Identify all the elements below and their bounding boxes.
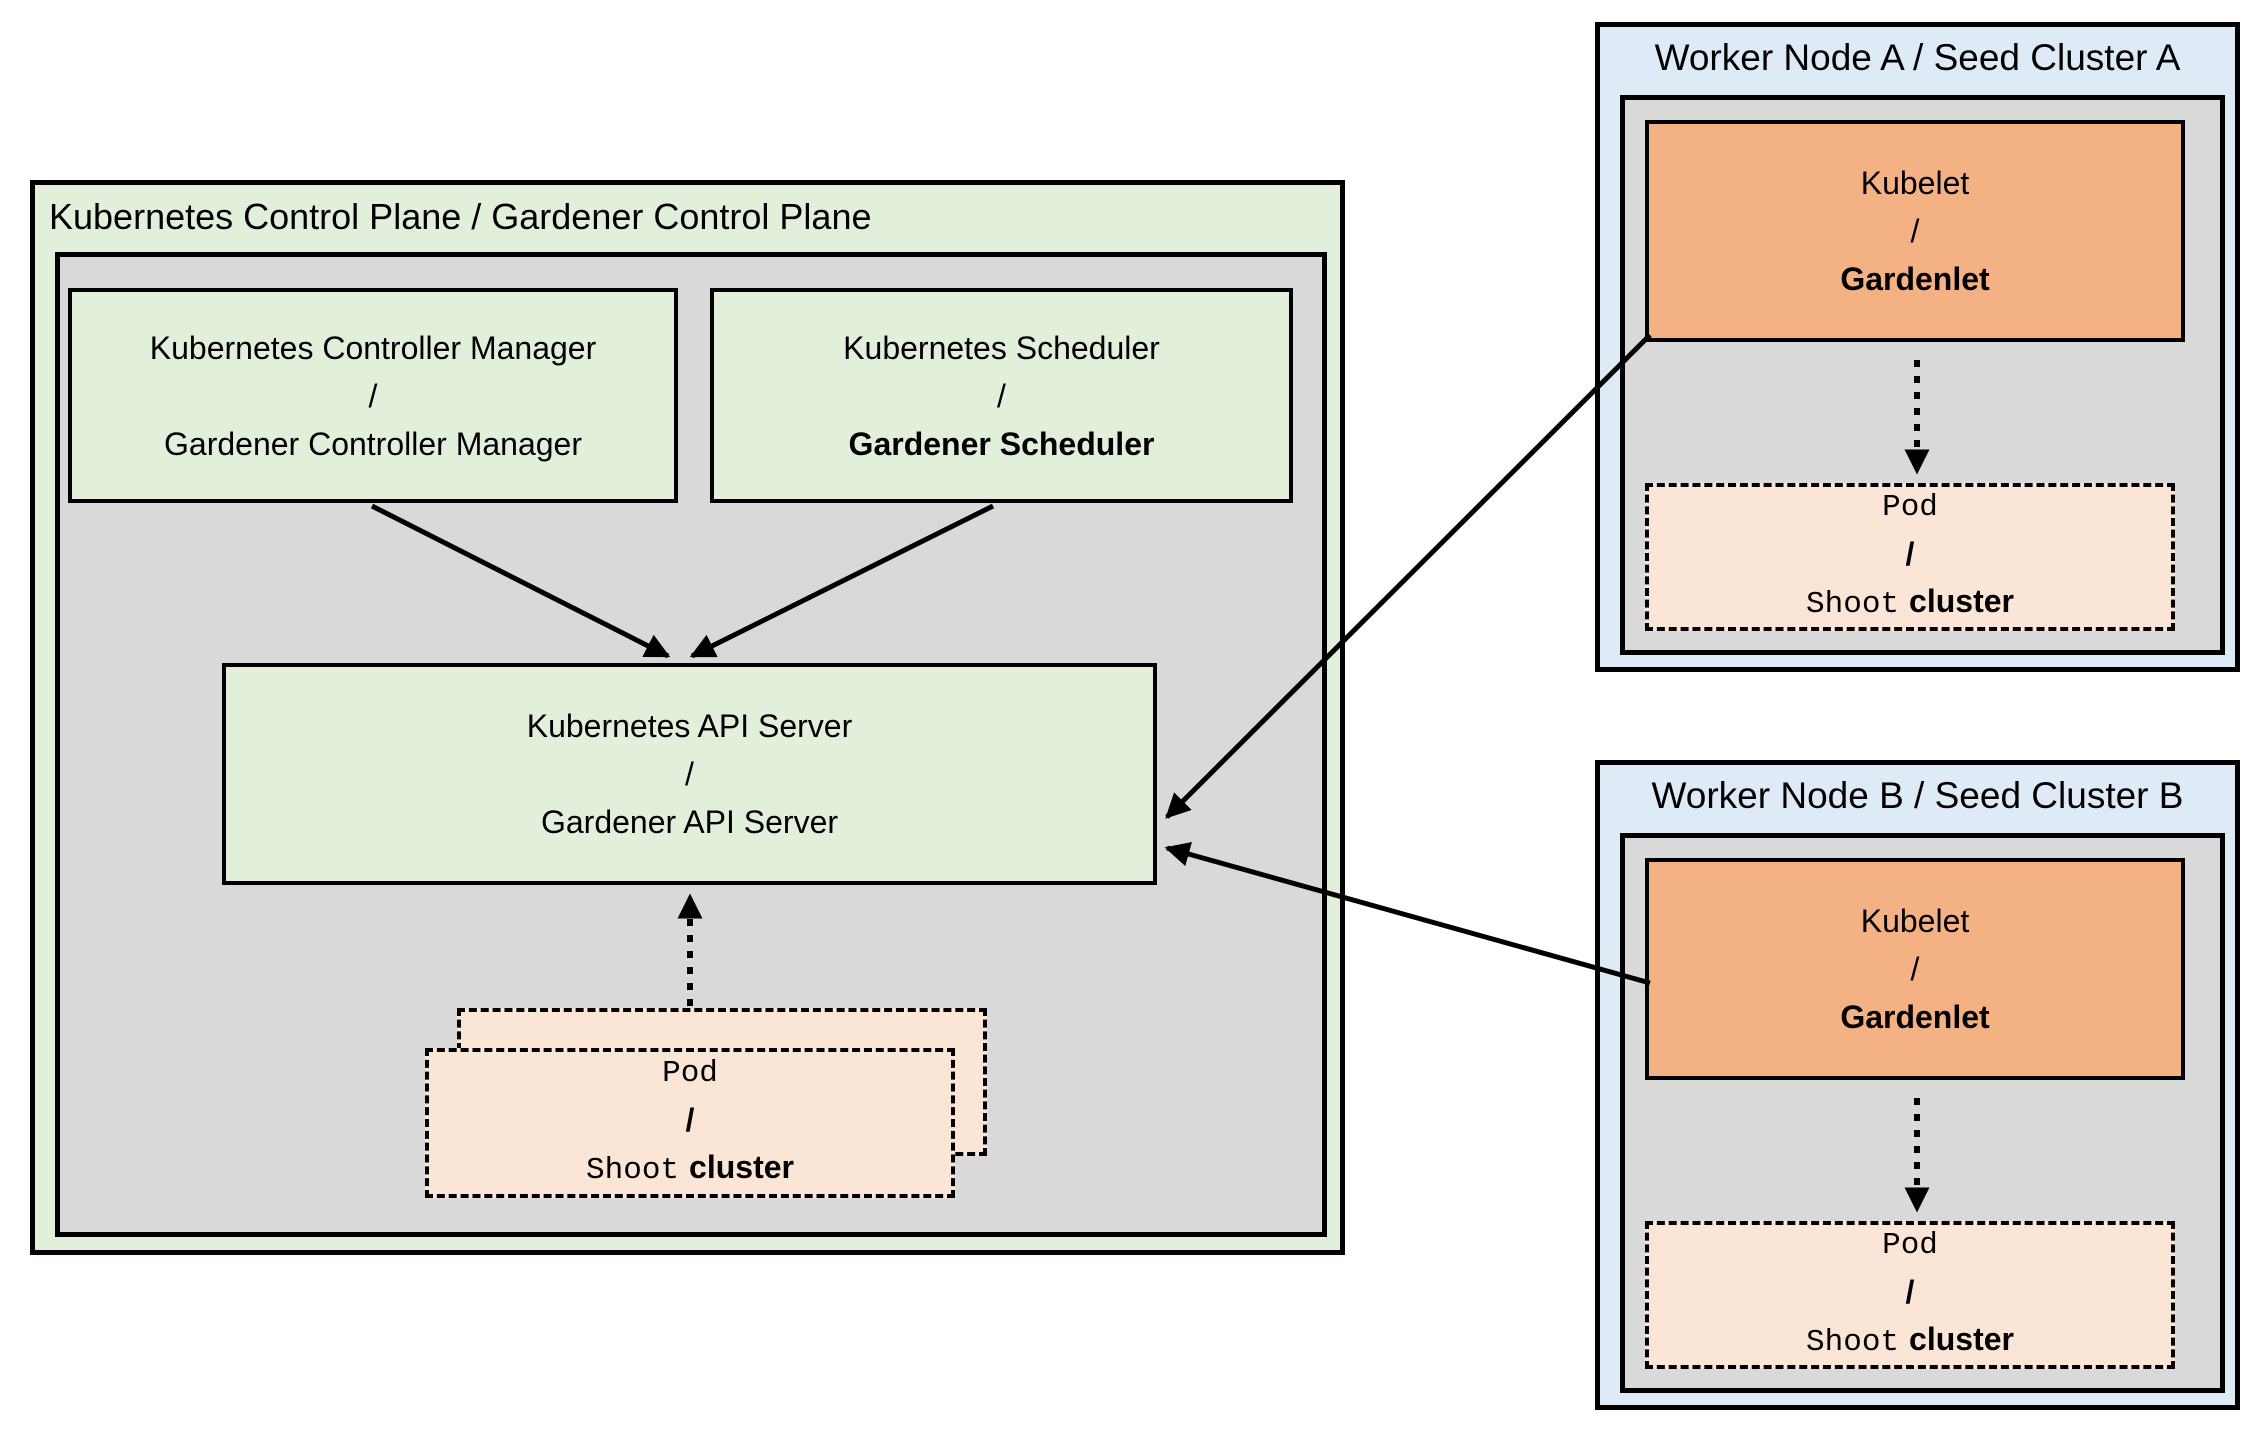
shoot-label: Shoot — [586, 1152, 680, 1188]
kubelet-b-label-top: Kubelet — [1860, 903, 1970, 939]
controller-manager-label-top: Kubernetes Controller Manager — [149, 329, 597, 366]
pod-a-separator: / — [1905, 536, 1915, 573]
kubelet-b-separator: / — [1910, 951, 1920, 987]
control-plane-title: Kubernetes Control Plane / Gardener Cont… — [49, 196, 872, 237]
control-plane-inner-panel: Kubernetes Controller Manager / Gardener… — [55, 252, 1327, 1237]
controller-manager-label-bottom: Gardener Controller Manager — [164, 425, 582, 462]
pod-b-label: Pod — [1882, 1228, 1938, 1264]
pod-label: Pod — [662, 1056, 718, 1092]
pod-shoot-a-box: Pod / Shoot cluster — [1645, 483, 2175, 631]
worker-node-b-inner-panel: Kubelet / Gardenlet Pod / Shoot cluster — [1620, 833, 2225, 1393]
cluster-label: cluster — [689, 1148, 794, 1185]
cluster-b-label: cluster — [1909, 1320, 2014, 1357]
shoot-a-label: Shoot — [1806, 586, 1900, 622]
scheduler-label-bottom: Gardener Scheduler — [848, 425, 1155, 462]
worker-node-a-box: Worker Node A / Seed Cluster A Kubelet /… — [1595, 22, 2240, 672]
pod-shoot-b-box: Pod / Shoot cluster — [1645, 1221, 2175, 1369]
kubelet-a-separator: / — [1910, 213, 1920, 249]
control-plane-box: Kubernetes Control Plane / Gardener Cont… — [30, 180, 1345, 1255]
cluster-a-label: cluster — [1909, 582, 2014, 619]
api-server-label-top: Kubernetes API Server — [526, 708, 853, 744]
kubelet-a-box: Kubelet / Gardenlet — [1645, 120, 2185, 342]
kubelet-b-box: Kubelet / Gardenlet — [1645, 858, 2185, 1080]
controller-manager-separator: / — [368, 377, 378, 414]
worker-node-a-title: Worker Node A / Seed Cluster A — [1654, 37, 2181, 78]
pod-separator: / — [685, 1102, 695, 1139]
shoot-b-label: Shoot — [1806, 1324, 1900, 1360]
api-server-label-bottom: Gardener API Server — [540, 804, 839, 840]
pod-a-label: Pod — [1882, 490, 1938, 526]
pod-shoot-box: Pod / Shoot cluster — [425, 1048, 955, 1198]
pod-b-separator: / — [1905, 1274, 1915, 1311]
controller-manager-box: Kubernetes Controller Manager / Gardener… — [68, 288, 678, 503]
kubelet-a-label-bottom: Gardenlet — [1840, 261, 1990, 297]
worker-node-b-title: Worker Node B / Seed Cluster B — [1651, 775, 2184, 816]
scheduler-separator: / — [997, 377, 1006, 414]
scheduler-label-top: Kubernetes Scheduler — [843, 329, 1160, 366]
kubelet-b-label-bottom: Gardenlet — [1840, 999, 1990, 1035]
api-server-box: Kubernetes API Server / Gardener API Ser… — [222, 663, 1157, 885]
kubelet-a-label-top: Kubelet — [1860, 165, 1970, 201]
worker-node-b-box: Worker Node B / Seed Cluster B Kubelet /… — [1595, 760, 2240, 1410]
scheduler-box: Kubernetes Scheduler / Gardener Schedule… — [710, 288, 1293, 503]
api-server-separator: / — [685, 756, 694, 792]
worker-node-a-inner-panel: Kubelet / Gardenlet Pod / Shoot cluster — [1620, 95, 2225, 655]
